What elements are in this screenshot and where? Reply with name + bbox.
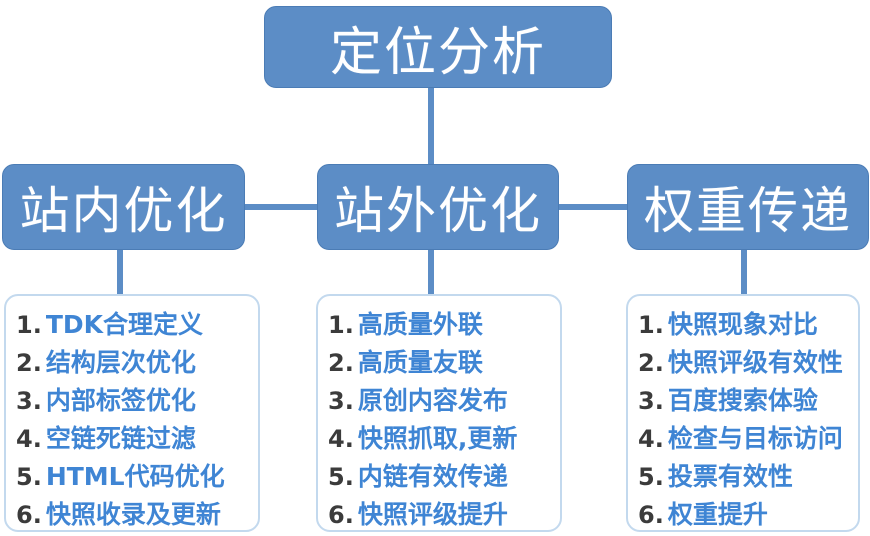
node-onsite-optimization[interactable]: 站内优化 — [2, 164, 245, 250]
list-item-label: 快照收录及更新 — [45, 500, 221, 529]
list-onsite-optimization: 1.TDK合理定义 2.结构层次优化 3.内部标签优化 4.空链死链过滤 5.H… — [16, 306, 254, 534]
connector-weight-to-list — [741, 248, 747, 296]
list-item-label: 快照现象对比 — [667, 310, 818, 339]
list-item: 5.HTML代码优化 — [16, 458, 254, 496]
panel-offsite-optimization: 1.高质量外联 2.高质量友联 3.原创内容发布 4.快照抓取,更新 5.内链有… — [316, 294, 562, 532]
list-item-label: 快照抓取,更新 — [357, 424, 518, 453]
list-item-label: TDK合理定义 — [45, 310, 204, 339]
connector-offsite-to-list — [428, 248, 434, 296]
list-item-label: 高质量外联 — [357, 310, 483, 339]
list-item: 5.投票有效性 — [638, 458, 854, 496]
list-item-label: 内部标签优化 — [45, 386, 196, 415]
list-offsite-optimization: 1.高质量外联 2.高质量友联 3.原创内容发布 4.快照抓取,更新 5.内链有… — [328, 306, 556, 534]
list-item-label: 结构层次优化 — [45, 348, 196, 377]
list-item: 2.结构层次优化 — [16, 344, 254, 382]
node-offsite-optimization[interactable]: 站外优化 — [317, 164, 559, 250]
list-item-label: 内链有效传递 — [357, 462, 508, 491]
connector-root-to-offsite — [428, 86, 434, 166]
list-item-number: 1. — [328, 311, 354, 339]
list-item-number: 5. — [16, 463, 42, 491]
list-item-label: 原创内容发布 — [357, 386, 508, 415]
node-root[interactable]: 定位分析 — [264, 6, 612, 88]
list-item: 6.快照收录及更新 — [16, 496, 254, 534]
list-item: 4.检查与目标访问 — [638, 420, 854, 458]
list-item: 6.权重提升 — [638, 496, 854, 534]
list-item-number: 2. — [328, 349, 354, 377]
list-item-number: 4. — [328, 425, 354, 453]
list-item-number: 2. — [638, 349, 664, 377]
list-item-number: 6. — [328, 501, 354, 529]
list-item: 1.快照现象对比 — [638, 306, 854, 344]
panel-onsite-optimization: 1.TDK合理定义 2.结构层次优化 3.内部标签优化 4.空链死链过滤 5.H… — [4, 294, 260, 532]
list-item-label: 高质量友联 — [357, 348, 483, 377]
list-item-label: 空链死链过滤 — [45, 424, 196, 453]
list-item-label: 投票有效性 — [667, 462, 793, 491]
list-item-number: 2. — [16, 349, 42, 377]
list-item-number: 1. — [16, 311, 42, 339]
list-item: 3.百度搜索体验 — [638, 382, 854, 420]
list-item-label: HTML代码优化 — [45, 462, 225, 491]
list-item-label: 权重提升 — [667, 500, 768, 529]
list-item-number: 4. — [638, 425, 664, 453]
list-item-number: 5. — [328, 463, 354, 491]
list-item: 4.快照抓取,更新 — [328, 420, 556, 458]
list-item: 3.原创内容发布 — [328, 382, 556, 420]
list-item: 4.空链死链过滤 — [16, 420, 254, 458]
list-item-number: 3. — [16, 387, 42, 415]
list-item-number: 4. — [16, 425, 42, 453]
list-item-number: 5. — [638, 463, 664, 491]
list-weight-transfer: 1.快照现象对比 2.快照评级有效性 3.百度搜索体验 4.检查与目标访问 5.… — [638, 306, 854, 534]
list-item: 6.快照评级提升 — [328, 496, 556, 534]
list-item-number: 3. — [638, 387, 664, 415]
list-item-label: 快照评级有效性 — [667, 348, 843, 377]
list-item-number: 3. — [328, 387, 354, 415]
list-item: 3.内部标签优化 — [16, 382, 254, 420]
node-weight-transfer[interactable]: 权重传递 — [627, 164, 869, 250]
list-item-label: 百度搜索体验 — [667, 386, 818, 415]
list-item: 1.TDK合理定义 — [16, 306, 254, 344]
list-item: 1.高质量外联 — [328, 306, 556, 344]
connector-onsite-to-offsite — [243, 204, 319, 210]
panel-weight-transfer: 1.快照现象对比 2.快照评级有效性 3.百度搜索体验 4.检查与目标访问 5.… — [626, 294, 860, 532]
list-item: 2.快照评级有效性 — [638, 344, 854, 382]
list-item-label: 快照评级提升 — [357, 500, 508, 529]
list-item: 5.内链有效传递 — [328, 458, 556, 496]
list-item: 2.高质量友联 — [328, 344, 556, 382]
list-item-label: 检查与目标访问 — [667, 424, 843, 453]
connector-offsite-to-weight — [557, 204, 629, 210]
connector-onsite-to-list — [117, 248, 123, 296]
list-item-number: 6. — [16, 501, 42, 529]
list-item-number: 6. — [638, 501, 664, 529]
list-item-number: 1. — [638, 311, 664, 339]
